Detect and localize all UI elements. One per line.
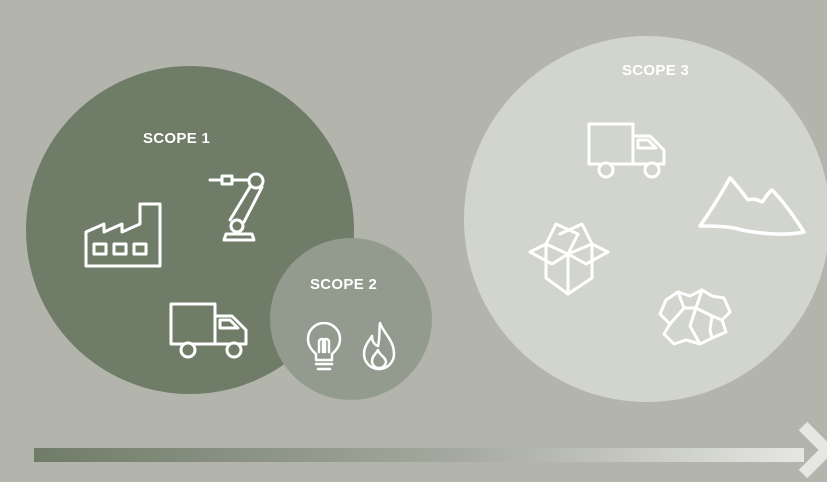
lightbulb-icon (305, 322, 343, 374)
truck-icon (586, 120, 670, 182)
mountain-icon (696, 168, 808, 238)
truck-icon (168, 300, 252, 362)
robot-arm-icon (208, 168, 272, 244)
scope-2-circle (270, 238, 432, 400)
scope-1-label: SCOPE 1 (143, 130, 211, 147)
open-box-icon (524, 218, 614, 298)
scope-3-circle (464, 36, 827, 402)
scope-3-label: SCOPE 3 (622, 62, 690, 79)
flame-icon (360, 320, 398, 374)
progression-arrow (34, 421, 827, 479)
scope-2-label: SCOPE 2 (310, 276, 378, 293)
crumpled-paper-icon (656, 286, 734, 348)
factory-icon (82, 198, 168, 270)
